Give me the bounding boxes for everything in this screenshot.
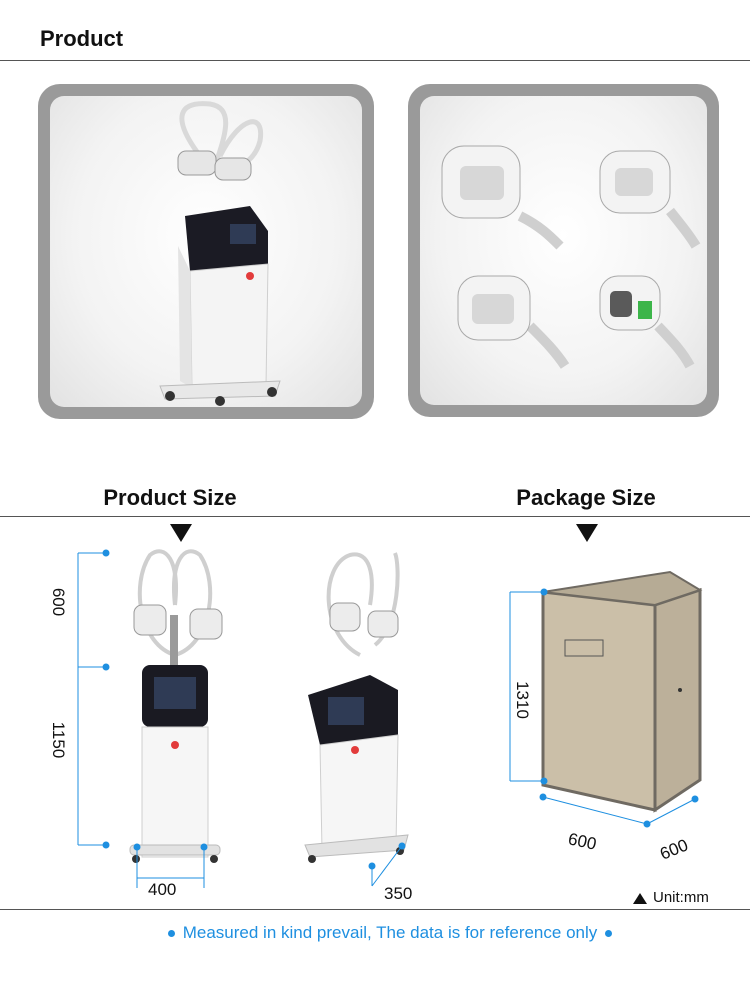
- product-depth-label: 350: [384, 884, 413, 903]
- product-size-title: Product Size: [103, 485, 237, 510]
- package-height-dimension-lines: [509, 588, 548, 785]
- triangle-up-icon: [633, 892, 647, 904]
- package-base-dimension-lines: [539, 793, 699, 828]
- product-width-dimension-lines: [133, 843, 208, 888]
- package-crate: [541, 570, 703, 813]
- size-divider: [0, 516, 750, 517]
- footer-note-row: Measured in kind prevail, The data is fo…: [0, 923, 750, 943]
- machine-front-view: [129, 549, 223, 863]
- machine-photo: [159, 101, 281, 406]
- unit-label: Unit:mm: [653, 889, 709, 906]
- product-size-arrow-icon: [170, 524, 192, 542]
- product-depth-dimension-lines: [368, 842, 406, 887]
- product-height-dimension-lines: [77, 549, 110, 849]
- product-width-label: 400: [148, 880, 177, 899]
- footer-note: Measured in kind prevail, The data is fo…: [182, 923, 598, 942]
- machine-side-view: [304, 552, 409, 863]
- page-title: Product: [40, 26, 124, 51]
- header-divider: [0, 60, 750, 61]
- package-size-arrow-icon: [576, 524, 598, 542]
- product-photo-frame-machine: [38, 84, 374, 419]
- package-size-title: Package Size: [516, 485, 656, 510]
- upper-height-label: 600: [49, 587, 68, 617]
- package-height-label: 1310: [513, 681, 532, 719]
- bullet-dot-icon: [605, 930, 613, 938]
- bullet-dot-icon: [167, 930, 175, 938]
- product-photo-frame-handles: [408, 84, 719, 417]
- applicator-handles-photo: [441, 145, 701, 369]
- lower-height-label: 1150: [49, 721, 68, 759]
- footer-divider: [0, 909, 750, 910]
- unit-label-row: Unit:mm: [633, 889, 709, 906]
